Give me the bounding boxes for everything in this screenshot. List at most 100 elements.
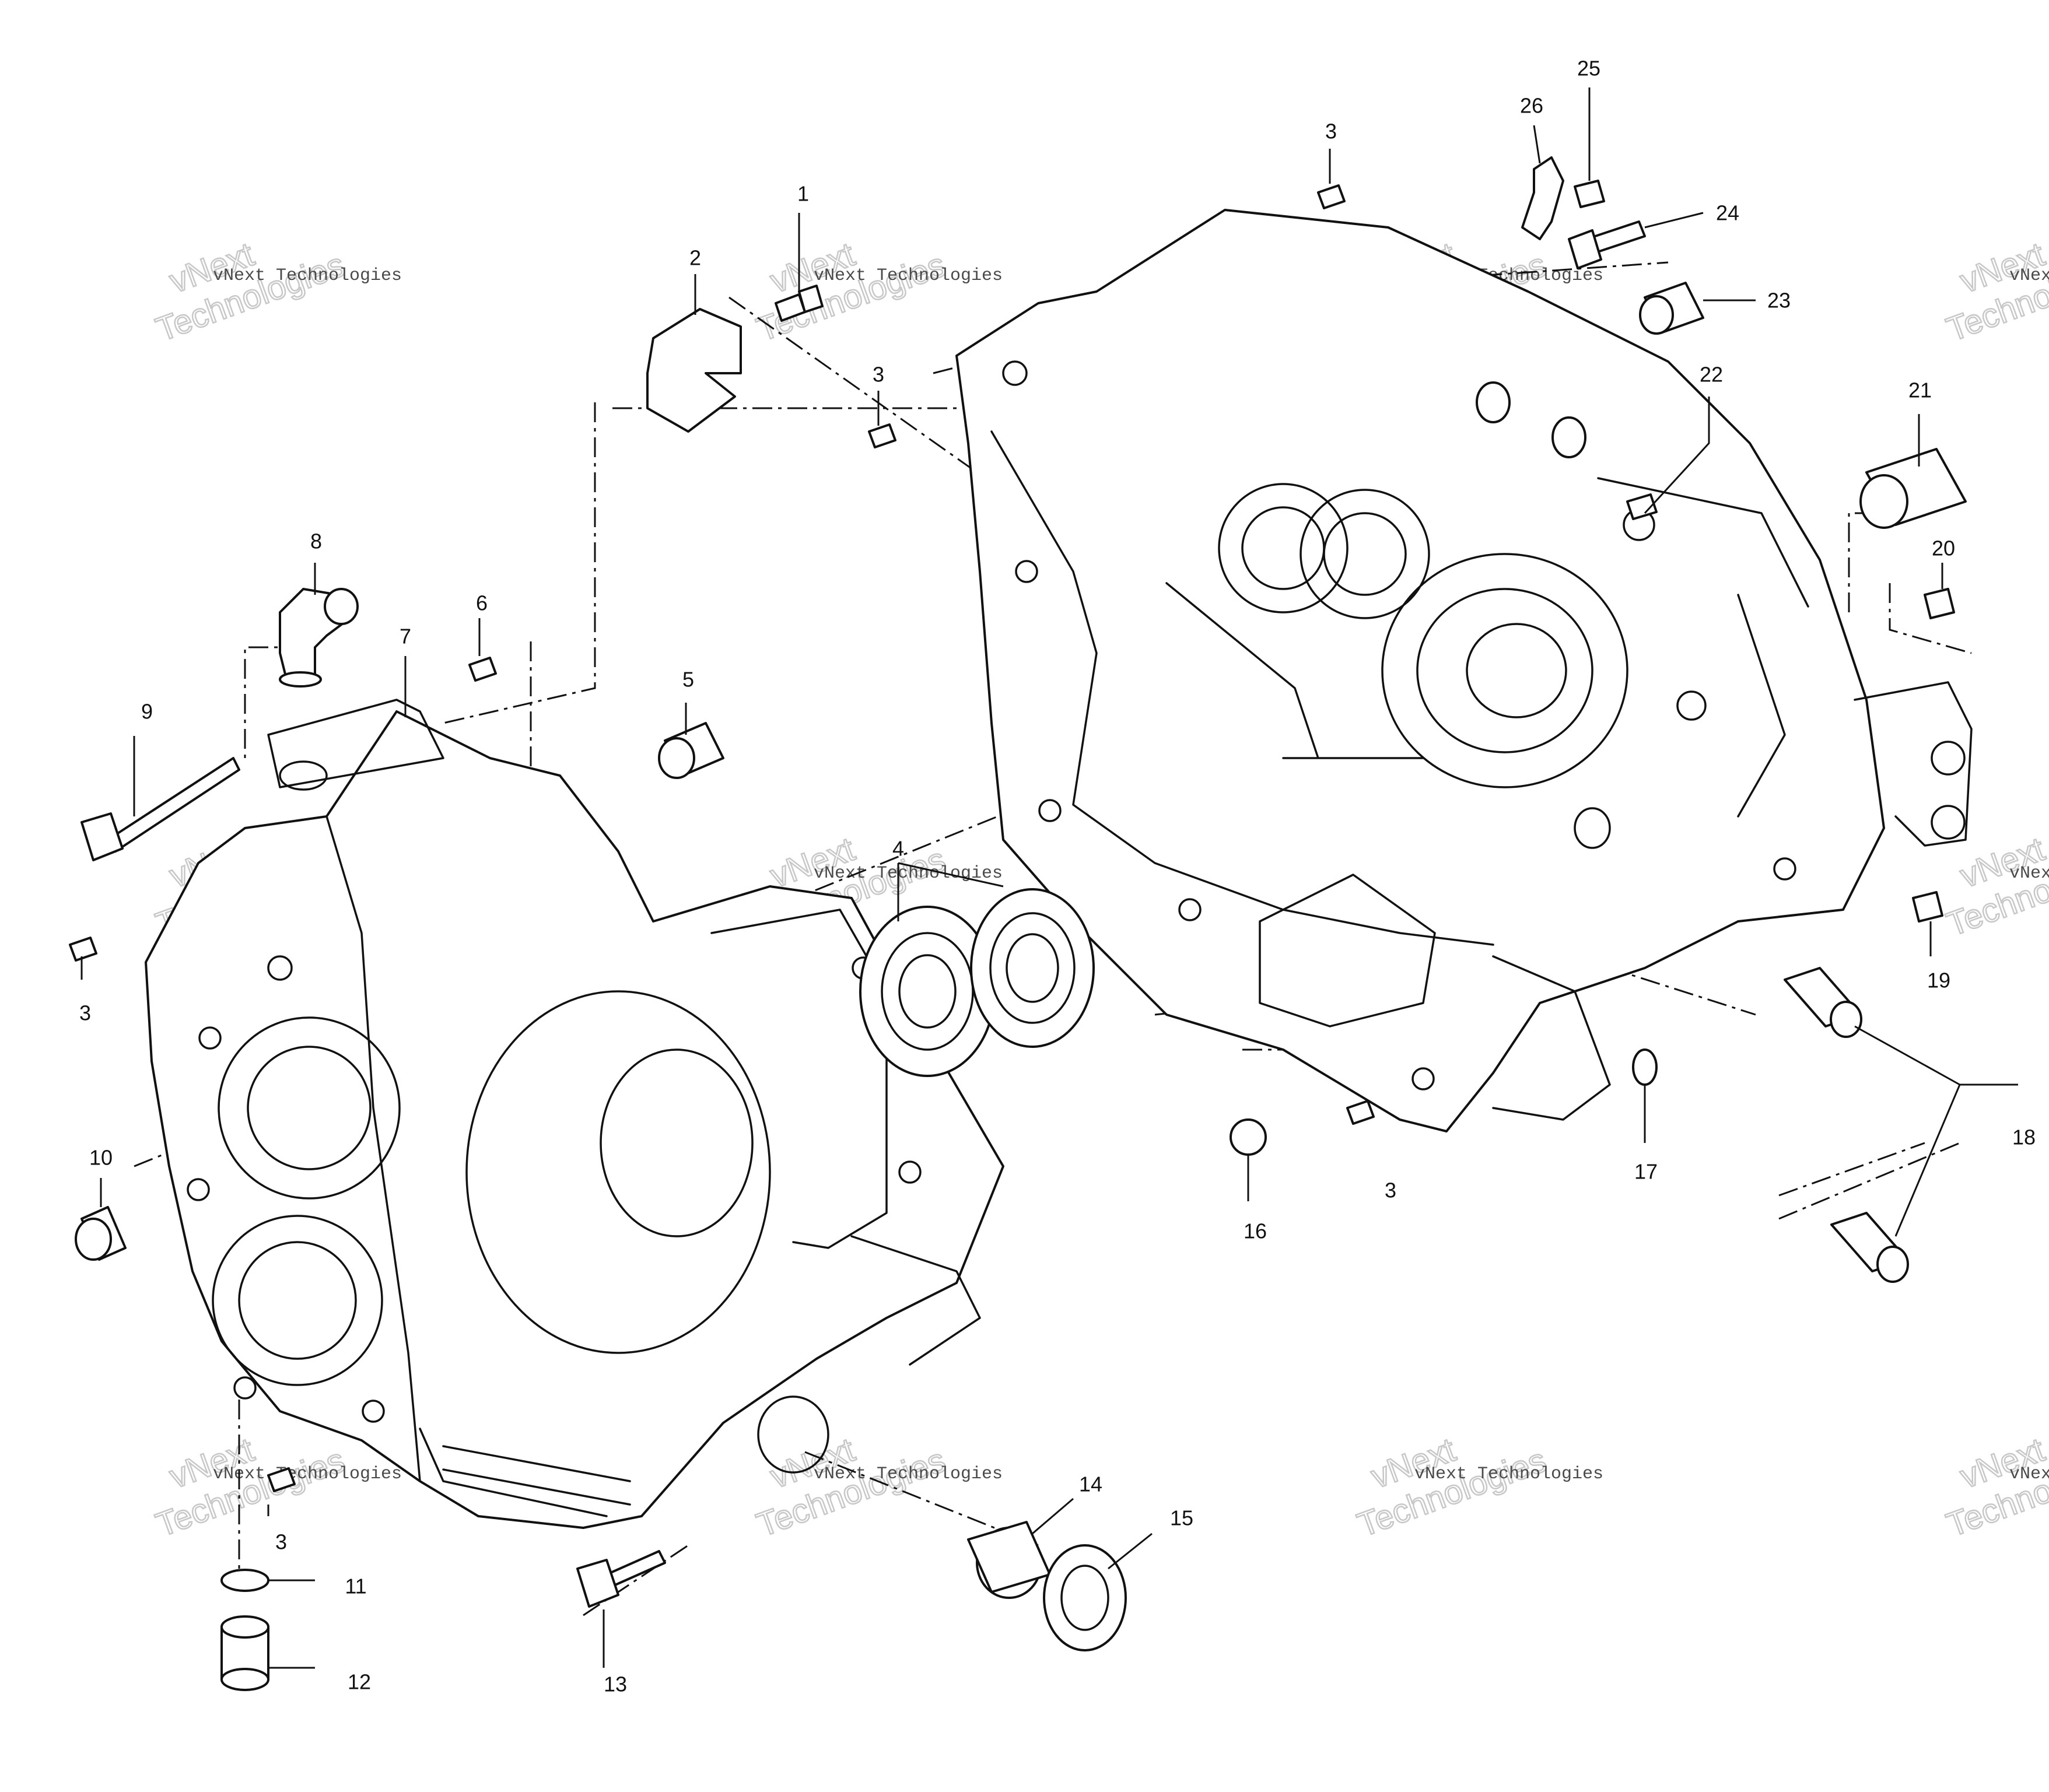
right-case-bolt-hole bbox=[1773, 857, 1796, 881]
left-case-top-boss bbox=[267, 699, 444, 788]
watermark-text: vNext Technologies bbox=[2009, 864, 2049, 883]
left-case-bolt-hole bbox=[187, 1178, 210, 1201]
part-18-fitting bbox=[1830, 1212, 1909, 1283]
callout-21: 21 bbox=[1908, 378, 1932, 402]
part-1-screw bbox=[775, 285, 824, 322]
callout-5: 5 bbox=[682, 668, 694, 692]
part-4-bearing bbox=[970, 888, 1095, 1048]
part-13-bolt bbox=[576, 1550, 666, 1608]
left-case-bore-lower bbox=[212, 1215, 383, 1386]
left-case-bolt-hole bbox=[898, 1160, 922, 1184]
part-16-plug bbox=[1230, 1118, 1267, 1156]
left-case-side-rib bbox=[710, 909, 888, 1249]
left-case-parting-line bbox=[325, 815, 421, 1482]
part-14-needle-bearing bbox=[967, 1521, 1051, 1599]
part-17-o-ring bbox=[1632, 1048, 1658, 1086]
right-case-rib bbox=[1165, 582, 1424, 759]
left-case-bolt-hole bbox=[233, 1376, 257, 1400]
part-18-fitting bbox=[1784, 967, 1862, 1038]
left-case-bolt-hole bbox=[362, 1400, 385, 1423]
left-crankcase-half bbox=[145, 699, 1004, 1529]
part-19-plug bbox=[1912, 891, 1943, 923]
right-case-outlet-hole bbox=[1931, 805, 1966, 840]
part-24-bolt bbox=[1568, 220, 1646, 269]
watermark-text: vNext Technologies bbox=[2009, 1464, 2049, 1484]
callout-9: 9 bbox=[141, 700, 153, 724]
centerline-bracket bbox=[443, 402, 596, 724]
watermark-text: vNext Technologies bbox=[213, 266, 402, 286]
part-26-plate bbox=[1521, 156, 1564, 240]
right-crankcase-half bbox=[955, 209, 1973, 1132]
right-case-outlet-hole bbox=[1931, 741, 1966, 776]
callout-23: 23 bbox=[1767, 289, 1791, 313]
right-case-outlet-boss bbox=[1854, 681, 1973, 847]
part-21-threaded-fitting bbox=[1859, 448, 1967, 529]
part-9-bolt bbox=[80, 757, 240, 861]
watermark-text: vNext Technologies bbox=[814, 864, 1003, 883]
right-case-stud-boss bbox=[1551, 416, 1586, 458]
callout-4: 4 bbox=[892, 837, 904, 861]
callout-3: 3 bbox=[1385, 1179, 1396, 1202]
part-12-drain-plug bbox=[220, 1615, 269, 1691]
part-20-plug bbox=[1924, 588, 1955, 619]
right-case-main-bearing-bore bbox=[1466, 623, 1567, 718]
right-case-bolt-hole bbox=[1178, 898, 1202, 921]
left-case-bore-lower-inner bbox=[238, 1241, 357, 1360]
part-22-pin bbox=[1626, 493, 1658, 520]
left-case-outline bbox=[145, 710, 1004, 1529]
right-case-main-bearing-housing bbox=[1381, 553, 1628, 788]
part-10-bushing bbox=[75, 1206, 127, 1261]
small-parts bbox=[69, 156, 1967, 1691]
right-case-bolt-hole bbox=[1015, 560, 1038, 583]
left-case-bolt-hole bbox=[198, 1026, 222, 1050]
left-case-crank-bore bbox=[600, 1048, 754, 1237]
watermark-text: vNext Technologies bbox=[814, 266, 1003, 286]
callout-24: 24 bbox=[1716, 201, 1739, 225]
callout-12: 12 bbox=[348, 1670, 371, 1694]
watermark-text: vNext Technologies bbox=[1414, 1464, 1603, 1484]
right-case-bolt-hole bbox=[1002, 360, 1028, 386]
callout-3: 3 bbox=[873, 363, 884, 387]
part-3-dowel-pin bbox=[267, 1467, 296, 1492]
left-case-crank-chamber bbox=[465, 990, 771, 1354]
left-case-foot bbox=[850, 1235, 981, 1366]
callout-8: 8 bbox=[310, 529, 322, 553]
right-case-bolt-hole bbox=[1676, 690, 1707, 721]
right-case-parting-line bbox=[990, 430, 1494, 946]
right-case-bolt-hole bbox=[1411, 1067, 1435, 1090]
callout-15: 15 bbox=[1170, 1506, 1193, 1530]
callout-14: 14 bbox=[1079, 1472, 1102, 1496]
right-case-stud-boss bbox=[1476, 381, 1511, 423]
callout-3: 3 bbox=[275, 1530, 287, 1554]
centerline-fitting21 bbox=[1848, 512, 1972, 654]
part-8-elbow bbox=[279, 588, 359, 688]
part-3-dowel-pin bbox=[1317, 184, 1346, 209]
watermark-text: vNext Technologies bbox=[2009, 266, 2049, 286]
callout-22: 22 bbox=[1700, 363, 1723, 387]
callout-17: 17 bbox=[1634, 1160, 1658, 1184]
part-23-sleeve bbox=[1639, 282, 1704, 335]
right-case-bore-a bbox=[1218, 483, 1349, 613]
right-case-small-bore bbox=[1574, 807, 1611, 849]
part-15-seal bbox=[1043, 1544, 1127, 1651]
left-case-bolt-hole bbox=[267, 955, 293, 981]
callout-3: 3 bbox=[1325, 120, 1337, 143]
part-11-washer bbox=[220, 1569, 269, 1592]
centerline-fitting18 bbox=[1778, 1142, 1960, 1220]
callout-25: 25 bbox=[1577, 57, 1600, 80]
callout-18: 18 bbox=[2012, 1125, 2036, 1149]
part-3-dowel-pin bbox=[69, 937, 97, 962]
part-25-screw bbox=[1574, 180, 1605, 208]
right-case-lower-boss bbox=[1259, 874, 1436, 1027]
callout-labels: 1 2 3 3 4 5 6 7 8 9 3 10 3 11 12 13 14 1… bbox=[79, 57, 2036, 1696]
callout-3: 3 bbox=[79, 1001, 91, 1025]
callout-10: 10 bbox=[89, 1146, 113, 1170]
right-case-bore-b-inner bbox=[1323, 512, 1407, 596]
callout-13: 13 bbox=[604, 1672, 627, 1696]
callout-2: 2 bbox=[689, 246, 701, 270]
part-3-dowel-pin bbox=[868, 423, 896, 448]
callout-16: 16 bbox=[1244, 1219, 1267, 1243]
left-case-oil-pan-fins bbox=[419, 1428, 631, 1517]
callout-11: 11 bbox=[345, 1574, 366, 1598]
